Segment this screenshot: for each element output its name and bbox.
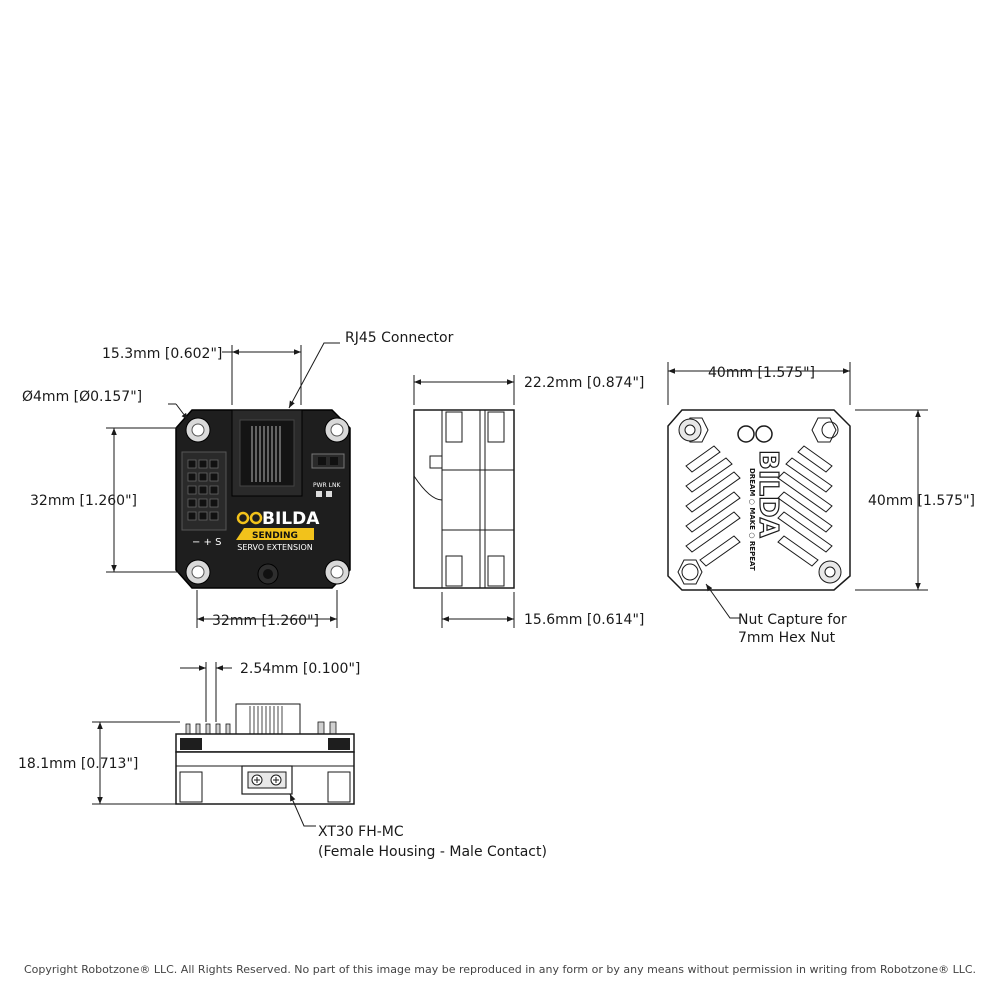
nut-capture bbox=[818, 560, 842, 584]
nut-capture-label-2: 7mm Hex Nut bbox=[738, 630, 836, 646]
back-height-label: 40mm [1.575"] bbox=[868, 493, 975, 509]
xt30-connector bbox=[241, 765, 293, 795]
front-dimension-lines bbox=[106, 342, 340, 628]
side-bottom-label: 15.6mm [0.614"] bbox=[524, 612, 644, 628]
rj45-width-label: 15.3mm [0.602"] bbox=[102, 346, 222, 362]
mounting-hole bbox=[185, 559, 211, 585]
rj45-port bbox=[231, 409, 303, 497]
gobilda-logo: BILDA bbox=[236, 509, 320, 529]
rj45-connector-label: RJ45 Connector bbox=[345, 330, 454, 346]
servo-header bbox=[181, 451, 227, 531]
bottom-height-label: 18.1mm [0.713"] bbox=[18, 756, 138, 772]
back-gobilda-logo: BILDA DREAM ○ MAKE ○ REPEAT bbox=[737, 425, 784, 571]
hole-diameter-label: Ø4mm [Ø0.157"] bbox=[22, 389, 142, 405]
pin-labels: − + S bbox=[192, 537, 221, 548]
back-view: BILDA DREAM ○ MAKE ○ REPEAT bbox=[667, 409, 851, 591]
svg-text:SENDING: SENDING bbox=[252, 531, 298, 541]
svg-text:BILDA: BILDA bbox=[753, 450, 783, 538]
front-width-label: 32mm [1.260"] bbox=[212, 613, 319, 629]
side-view bbox=[413, 409, 515, 589]
vent-slots bbox=[685, 445, 833, 567]
svg-text:DREAM ○ MAKE ○ REPEAT: DREAM ○ MAKE ○ REPEAT bbox=[748, 468, 756, 571]
svg-text:BILDA: BILDA bbox=[262, 509, 320, 529]
front-view: − + S PWR LNK BILDA SENDING SERVO EXTENS… bbox=[175, 409, 351, 589]
mounting-hole bbox=[185, 417, 211, 443]
nut-capture bbox=[811, 417, 839, 443]
nut-capture bbox=[678, 417, 709, 443]
side-top-label: 22.2mm [0.874"] bbox=[524, 375, 644, 391]
back-width-label: 40mm [1.575"] bbox=[708, 365, 815, 381]
pin-pitch-label: 2.54mm [0.100"] bbox=[240, 661, 360, 677]
servo-extension-label: SERVO EXTENSION bbox=[237, 543, 312, 552]
xt30-label-1: XT30 FH-MC bbox=[318, 824, 404, 840]
sending-badge: SENDING bbox=[236, 528, 314, 541]
bottom-view bbox=[175, 703, 355, 805]
xt30-label-2: (Female Housing - Male Contact) bbox=[318, 844, 547, 860]
front-height-label: 32mm [1.260"] bbox=[30, 493, 137, 509]
bottom-dimension-lines bbox=[92, 662, 316, 827]
nut-capture bbox=[677, 559, 703, 585]
copyright-notice: Copyright Robotzone® LLC. All Rights Res… bbox=[23, 963, 977, 976]
back-dimension-lines bbox=[667, 362, 928, 619]
mounting-hole bbox=[324, 417, 350, 443]
led-labels: PWR LNK bbox=[313, 482, 341, 489]
nut-capture-label-1: Nut Capture for bbox=[738, 612, 847, 628]
mounting-hole bbox=[324, 559, 350, 585]
side-dimension-lines bbox=[413, 375, 515, 628]
